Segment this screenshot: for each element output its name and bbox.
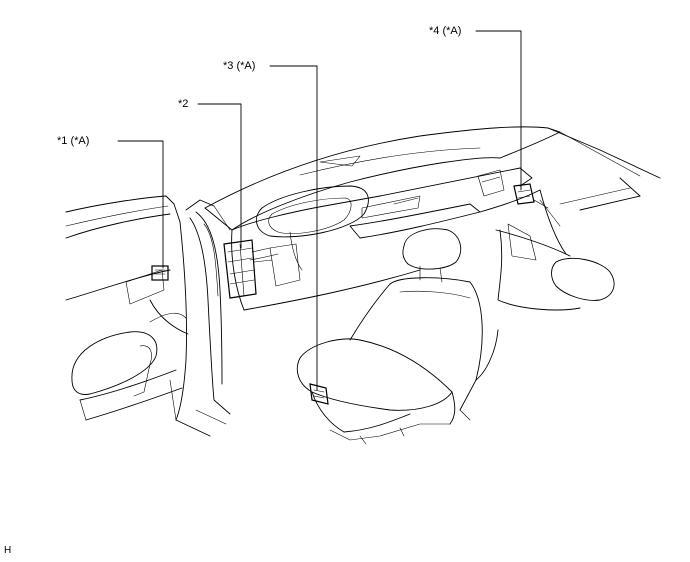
leader-line-1 <box>117 140 164 269</box>
leader-line-2 <box>197 103 242 249</box>
left-door-outline <box>65 195 189 421</box>
component-2-ecu <box>223 239 273 299</box>
callout-label-2: *2 <box>178 98 189 110</box>
component-4-switch <box>513 183 549 209</box>
leader-line-3 <box>269 65 318 391</box>
component-3-seat-switch <box>309 383 329 405</box>
callout-label-1: *1 (*A) <box>57 135 90 147</box>
callout-label-4: *4 (*A) <box>429 25 462 37</box>
leader-line-4 <box>475 30 522 191</box>
a-pillar-outline <box>175 199 231 437</box>
leader-lines <box>117 30 522 391</box>
dashboard-outline <box>204 126 661 311</box>
driver-seat-outline <box>296 228 499 445</box>
callout-label-3: *3 (*A) <box>223 60 256 72</box>
component-1-switch <box>151 265 169 281</box>
right-door-outline <box>495 177 641 311</box>
figure-mark: H <box>4 545 12 556</box>
